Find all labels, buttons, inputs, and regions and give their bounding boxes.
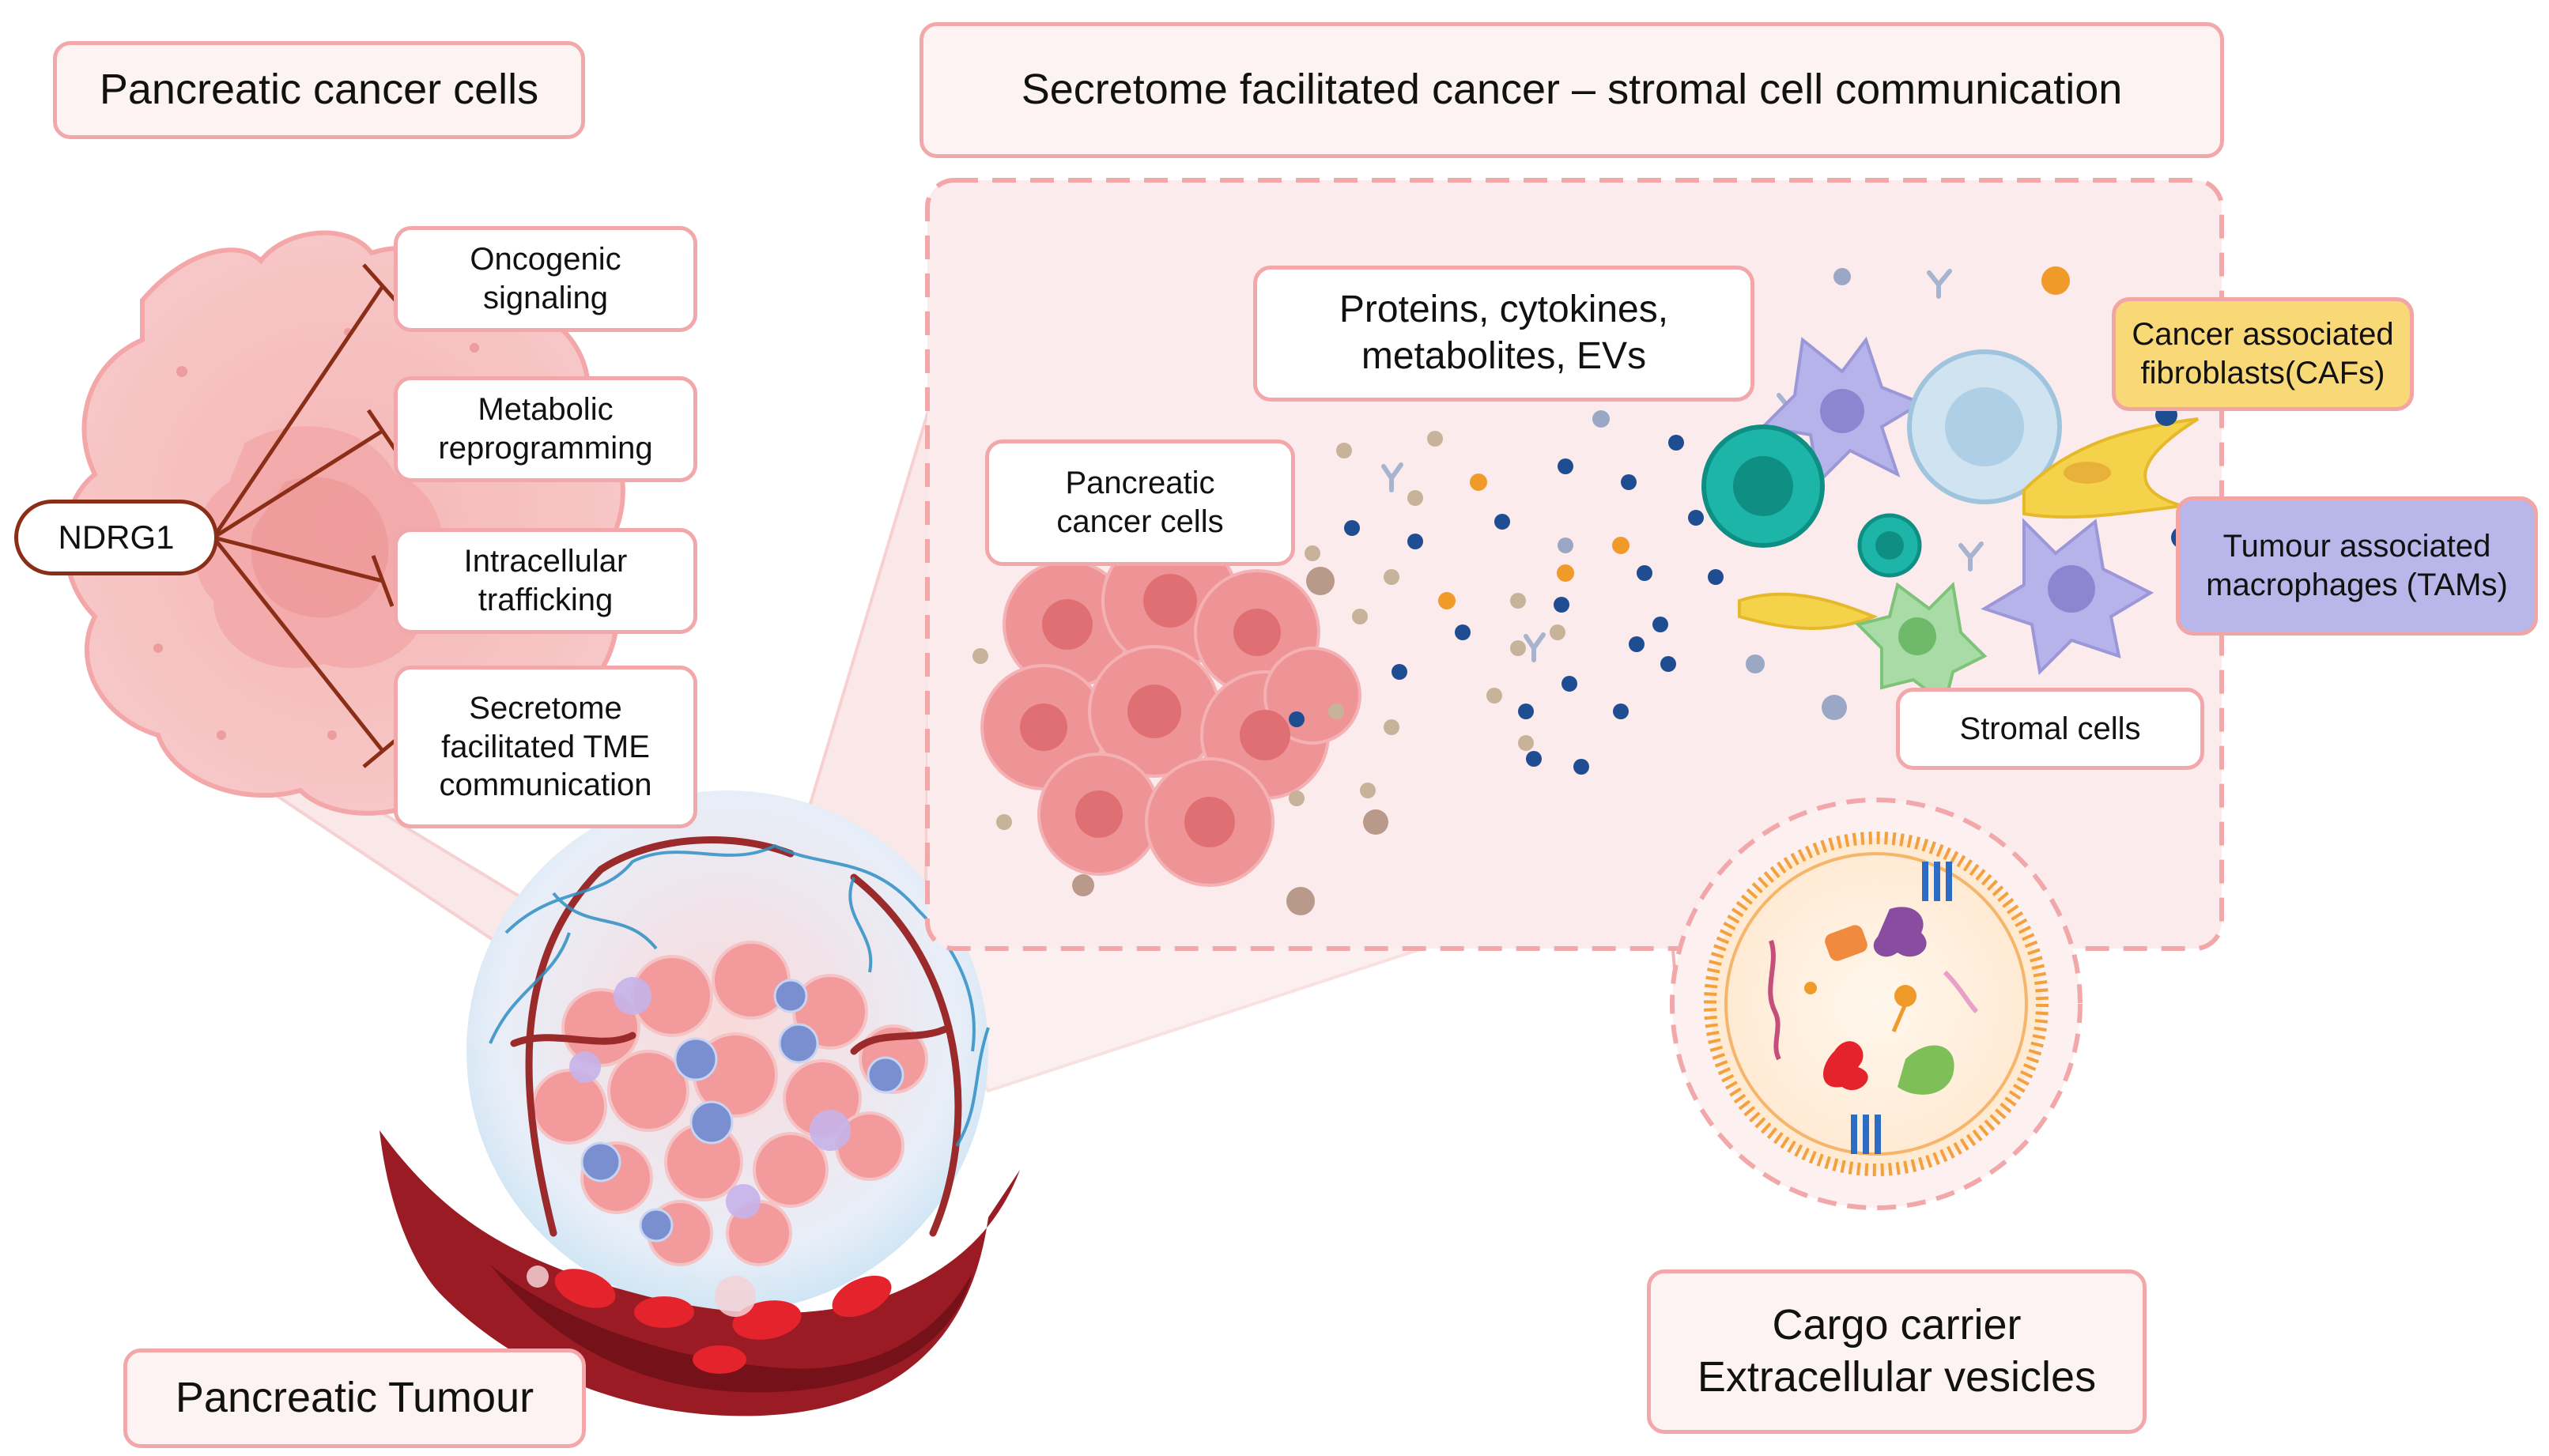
cancer-cells-label: Pancreatic cancer cells (985, 439, 1295, 566)
title-line: Extracellular vesicles (1697, 1353, 2097, 1401)
cafs-label: Cancer associated fibroblasts(CAFs) (2112, 297, 2414, 411)
target-line: trafficking (478, 583, 614, 617)
target-line: signaling (483, 281, 608, 315)
label-line: Pancreatic (1065, 466, 1215, 501)
target-metabolic-reprogramming: Metabolic reprogramming (394, 376, 697, 482)
label-line: Stromal cells (1959, 711, 2141, 746)
title-line: Cargo carrier (1772, 1301, 2022, 1349)
title-text: Pancreatic Tumour (175, 1374, 534, 1422)
pancreatic-tumour-illustration (380, 790, 1020, 1416)
cancer-cell-cluster (980, 532, 1361, 887)
pancreatic-tumour-title: Pancreatic Tumour (123, 1348, 586, 1448)
target-line: Intracellular (463, 544, 628, 579)
target-secretome-tme: Secretome facilitated TME communication (394, 666, 697, 828)
cargo-carrier-title: Cargo carrier Extracellular vesicles (1647, 1269, 2147, 1434)
zoom-connectors (264, 394, 1939, 1093)
target-line: Metabolic (478, 392, 614, 428)
target-line: Oncogenic (470, 242, 621, 277)
label-line: Tumour associated (2222, 529, 2491, 564)
title-text: Secretome facilitated cancer – stromal c… (1021, 66, 2123, 114)
secretome-title: Secretome facilitated cancer – stromal c… (920, 22, 2224, 158)
ndrg1-label: NDRG1 (14, 500, 218, 575)
secreted-factors-label: Proteins, cytokines, metabolites, EVs (1253, 266, 1754, 402)
extracellular-vesicle-illustration (1670, 798, 2083, 1210)
target-intracellular-trafficking: Intracellular trafficking (394, 528, 697, 634)
label-line: fibroblasts(CAFs) (2140, 356, 2385, 390)
target-oncogenic-signaling: Oncogenic signaling (394, 226, 697, 332)
label-line: Proteins, cytokines, (1339, 289, 1669, 331)
pancreatic-cancer-cells-title: Pancreatic cancer cells (53, 41, 585, 139)
secreted-particles (972, 268, 1984, 915)
target-line: reprogramming (438, 431, 653, 466)
label-line: macrophages (TAMs) (2206, 568, 2508, 602)
label-line: metabolites, EVs (1361, 335, 1647, 377)
target-line: facilitated TME (441, 729, 650, 764)
target-line: communication (439, 768, 652, 803)
stromal-cells-label: Stromal cells (1896, 688, 2204, 770)
tams-label: Tumour associated macrophages (TAMs) (2176, 496, 2538, 636)
label-line: Cancer associated (2132, 317, 2394, 353)
title-text: Pancreatic cancer cells (99, 66, 539, 114)
label-line: cancer cells (1056, 504, 1224, 539)
target-line: Secretome (469, 690, 622, 726)
ndrg1-text: NDRG1 (58, 519, 175, 556)
